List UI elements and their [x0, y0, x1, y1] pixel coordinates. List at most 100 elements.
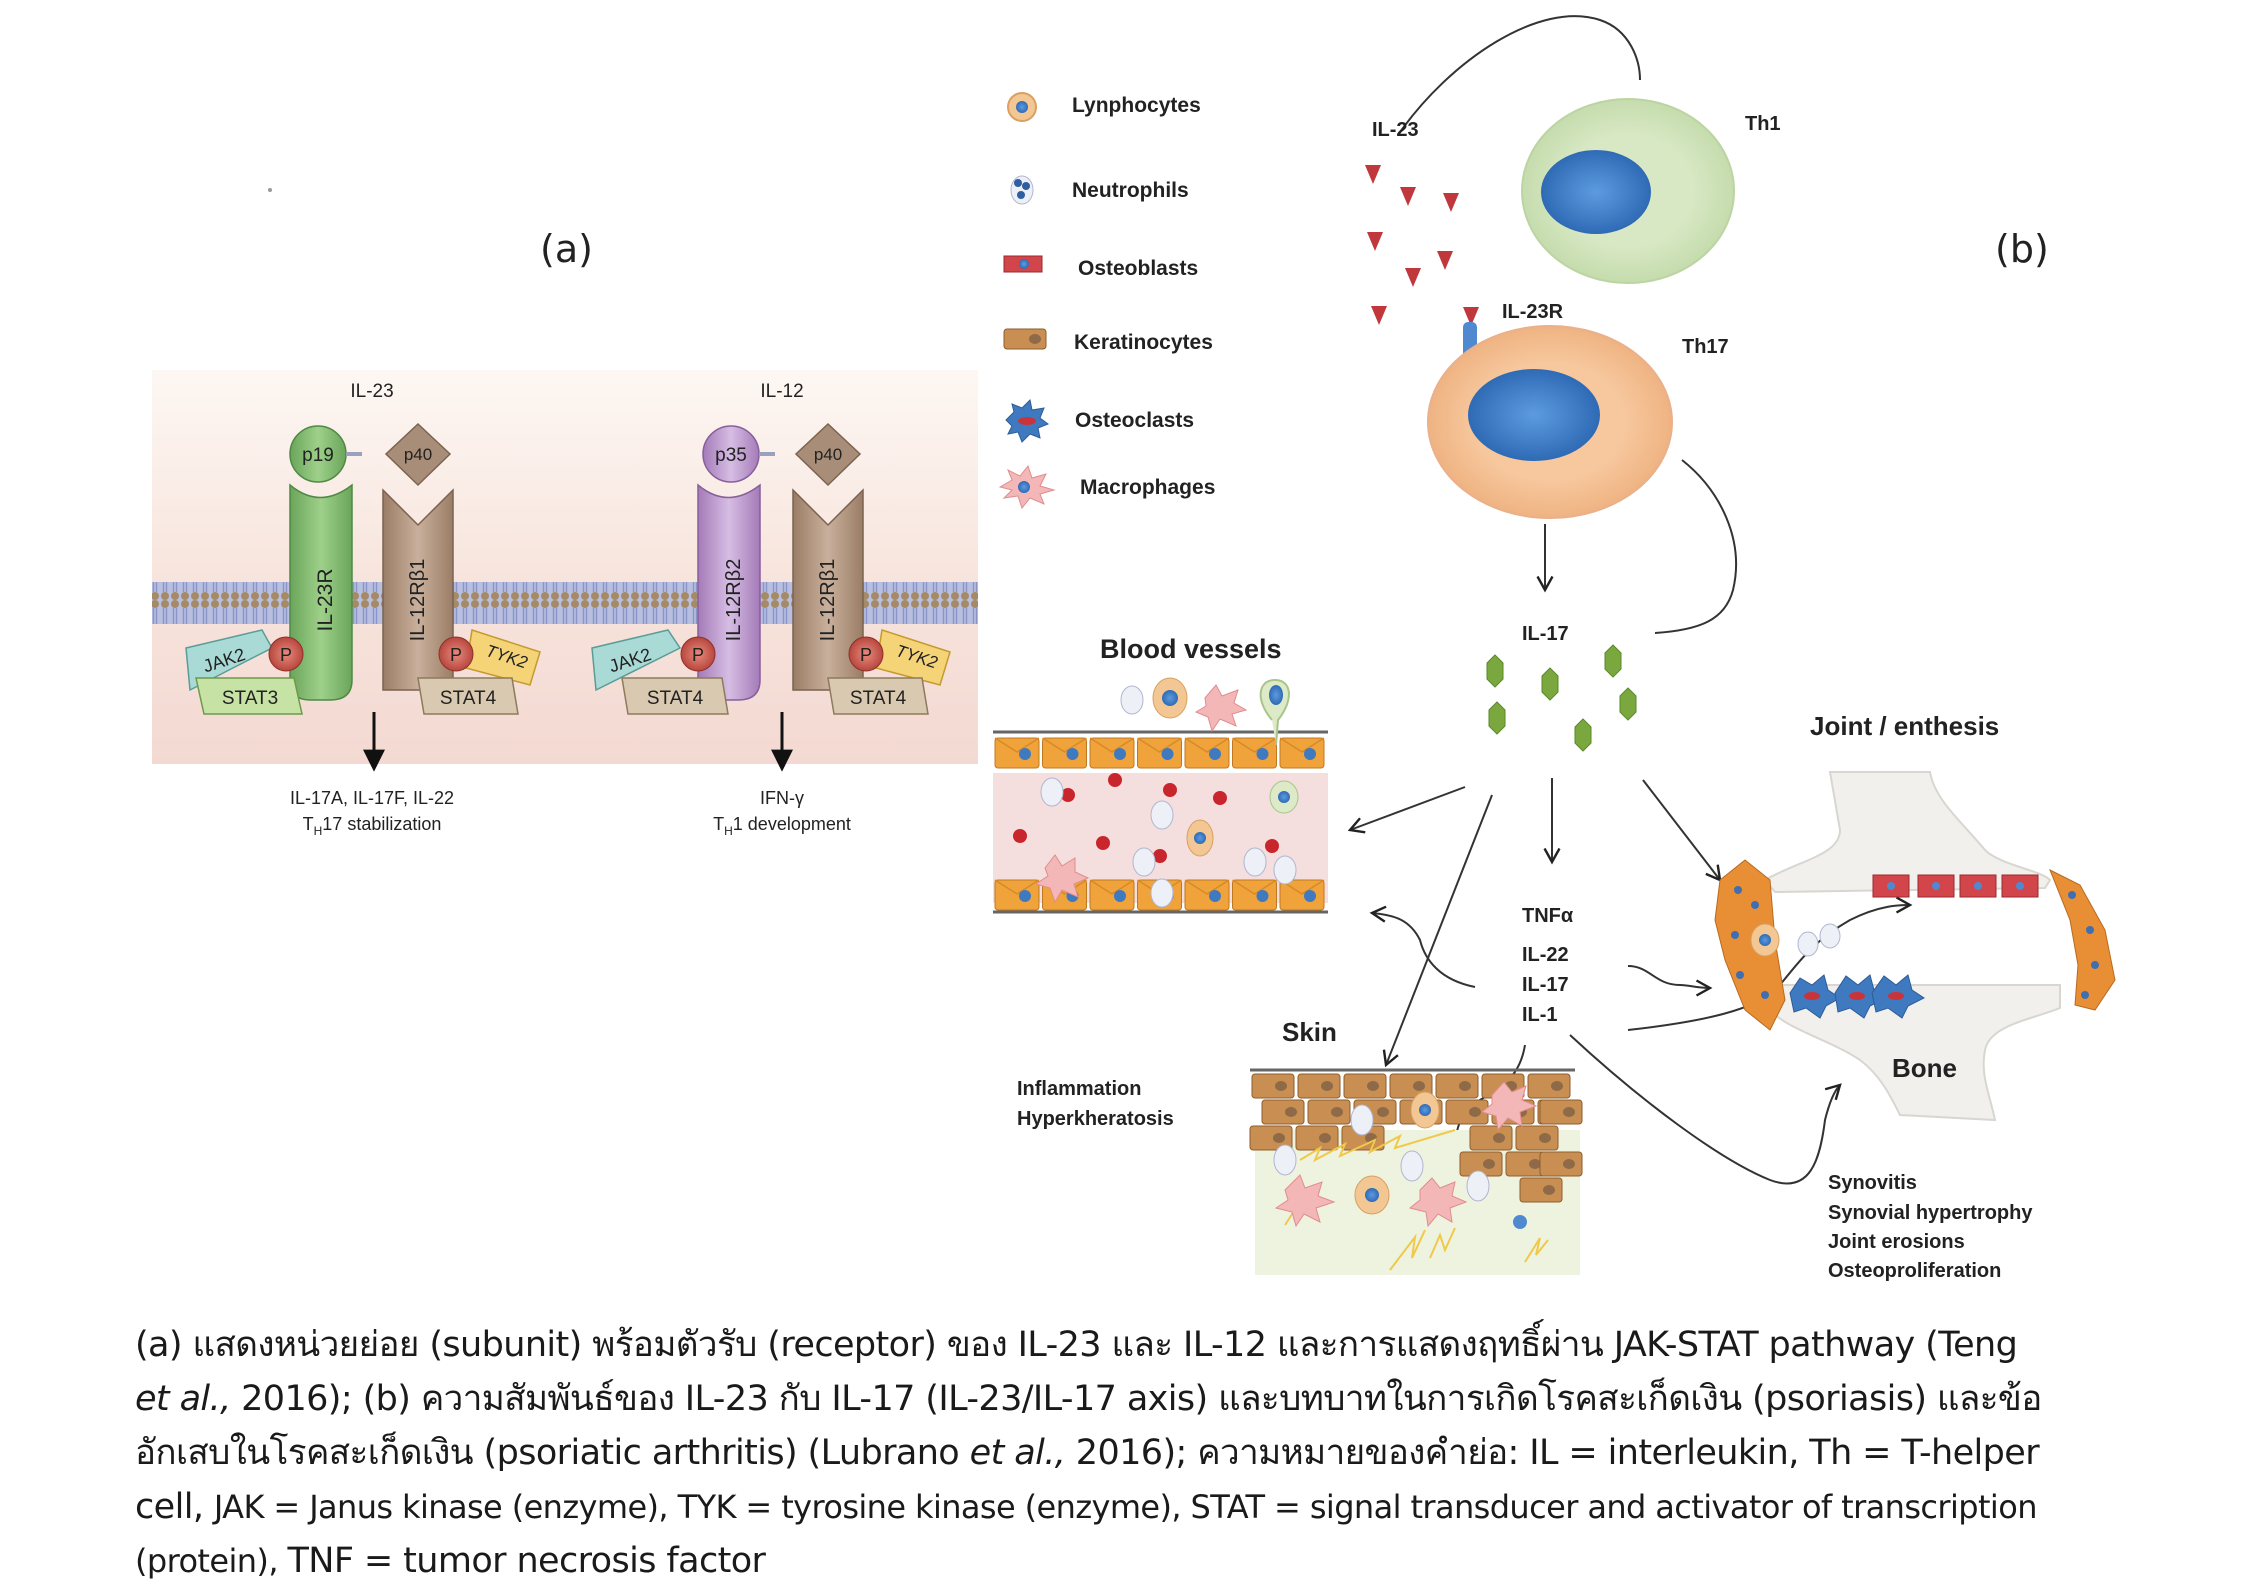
keratinocyte-cell [1249, 1125, 1293, 1151]
endothelial-cell [1089, 879, 1135, 911]
phospho-label: P [692, 645, 704, 665]
keratinocyte-cell [1389, 1073, 1433, 1099]
th17-label: Th17 [1682, 336, 1729, 358]
synovium-left [1714, 859, 1786, 1031]
p35-label: p35 [715, 445, 747, 466]
il23r-label: IL-23R [314, 568, 337, 631]
th1-nucleus [1541, 150, 1651, 234]
phospho-label: P [860, 645, 872, 665]
il23-title: IL-23 [350, 381, 393, 402]
arrow-to-joint [1642, 779, 1722, 882]
endothelial-cell [1232, 879, 1277, 911]
keratinocyte-cell [1539, 1151, 1583, 1177]
bone-label: Bone [1892, 1053, 1957, 1083]
cytokine-label: TNFα [1522, 905, 1574, 927]
stray-dot [268, 188, 272, 192]
keratinocyte-cell [1505, 1151, 1549, 1177]
panel-a-diagram: IL-23 IL-23R p19 p40 IL-12Rβ1 JAK2 STAT3… [152, 370, 978, 838]
stat4-label: STAT4 [647, 688, 704, 709]
keratinocyte-icon [1003, 328, 1047, 350]
panel-b-label: (b) [1995, 227, 2049, 271]
endothelial-cell [1184, 879, 1230, 911]
blood-vessel-diagram [993, 677, 1328, 914]
caption-text: (protein), [135, 1542, 288, 1580]
keratinocyte-cell [1307, 1099, 1351, 1125]
p40-label: p40 [814, 445, 842, 464]
joint-label: Joint / enthesis [1810, 711, 1999, 741]
neutrophil-icon [1010, 175, 1034, 205]
lower-bone [1768, 984, 2061, 1122]
arrow-to-skin [1382, 794, 1493, 1068]
caption-text: cell, [135, 1487, 214, 1527]
keratinocyte-cell [1515, 1125, 1559, 1151]
legend-label: Macrophages [1080, 476, 1215, 499]
phospho-label: P [280, 645, 292, 665]
upper-bone [1763, 771, 2052, 894]
endothelial-cell [1279, 879, 1325, 911]
legend-label: Lynphocytes [1072, 94, 1201, 117]
skin-effect: Inflammation [1017, 1078, 1141, 1100]
arrow-to-joint-synovium [1627, 965, 1713, 997]
phospho-right [848, 636, 884, 672]
legend-item: Neutrophils [1010, 175, 1189, 205]
il12rb2-label: IL-12Rβ2 [723, 559, 745, 642]
il12-title: IL-12 [760, 381, 803, 402]
cytokine-label: IL-1 [1522, 1004, 1558, 1026]
joint-diagram: Bone [1714, 771, 2116, 1122]
skin-effect: Hyperkheratosis [1017, 1108, 1174, 1130]
caption-italic: et al., [969, 1433, 1066, 1473]
legend-label: Neutrophils [1072, 179, 1189, 202]
il23-output-line2: TH17 stabilization [303, 814, 442, 838]
cytokine-label: IL-17 [1522, 974, 1569, 996]
il12rb1-receptor [382, 488, 454, 691]
arrow-back-to-vessels [1369, 905, 1476, 988]
p40-subunit [384, 422, 452, 487]
p40-label: p40 [404, 445, 432, 464]
arrow-through-joint [1627, 896, 1913, 1031]
joint-effect: Synovitis [1828, 1172, 1917, 1194]
caption-text: (a) แสดงหน่วยย่อย (subunit) พร้อมตัวรับ … [135, 1325, 2018, 1365]
th17-nucleus [1468, 369, 1600, 461]
endothelial-cell [1279, 737, 1325, 769]
keratinocyte-cell [1295, 1125, 1339, 1151]
il23-label: IL-23 [1372, 119, 1419, 141]
il12-receptor-complex: IL-12 IL-12Rβ2 p35 p40 IL-12Rβ1 JAK2 STA… [591, 381, 951, 838]
il23-receptor-complex: IL-23 IL-23R p19 p40 IL-12Rβ1 JAK2 STAT3… [185, 381, 541, 838]
caption-text: JAK = Janus kinase (enzyme), TYK = tyros… [213, 1488, 2038, 1526]
legend-item: Osteoclasts [1005, 398, 1194, 443]
cytokine-label: IL-22 [1522, 944, 1569, 966]
arrow-to-blood-vessels [1347, 786, 1466, 834]
endothelial-row-top [994, 737, 1325, 769]
panel-a-label: (a) [540, 227, 593, 271]
cytokine-list: TNFα IL-22 IL-17 IL-1 [1522, 905, 1574, 1026]
caption-italic: et al., [135, 1379, 231, 1419]
th1-label: Th1 [1745, 113, 1781, 135]
caption-line: et al., 2016); (b) ความสัมพันธ์ของ IL-23… [135, 1372, 2155, 1426]
il12rb1-label: IL-12Rβ1 [817, 559, 839, 642]
il12-output-line1: IFN-γ [760, 788, 804, 808]
stat4-protein [827, 677, 929, 715]
endothelial-cell [1042, 737, 1087, 769]
phospho-left [268, 636, 304, 672]
endothelial-cell [1089, 737, 1135, 769]
phospho-left [680, 636, 716, 672]
caption-text: TNF = tumor necrosis factor [287, 1541, 766, 1581]
il17-label: IL-17 [1522, 623, 1569, 645]
endothelial-cell [1184, 737, 1230, 769]
keratinocyte-cell [1527, 1073, 1571, 1099]
legend-label: Osteoblasts [1078, 257, 1198, 280]
blood-vessels-label: Blood vessels [1100, 634, 1282, 664]
keratinocyte-cell [1435, 1073, 1479, 1099]
keratinocyte-cell [1251, 1073, 1295, 1099]
il23-output-line1: IL-17A, IL-17F, IL-22 [290, 788, 454, 808]
keratinocyte-cell [1469, 1125, 1513, 1151]
legend-item: Lynphocytes [1007, 92, 1201, 122]
joint-effect: Synovial hypertrophy [1828, 1202, 2033, 1224]
figure-caption: (a) แสดงหน่วยย่อย (subunit) พร้อมตัวรับ … [135, 1318, 2155, 1588]
legend-label: Osteoclasts [1075, 409, 1194, 432]
il12rb1-label: IL-12Rβ1 [407, 559, 429, 642]
caption-line: อักเสบในโรคสะเก็ดเงิน (psoriatic arthrit… [135, 1426, 2155, 1480]
joint-effects: Synovitis Synovial hypertrophy Joint ero… [1828, 1172, 2033, 1282]
stat4-protein [417, 677, 519, 715]
endothelial-cell [994, 737, 1040, 769]
